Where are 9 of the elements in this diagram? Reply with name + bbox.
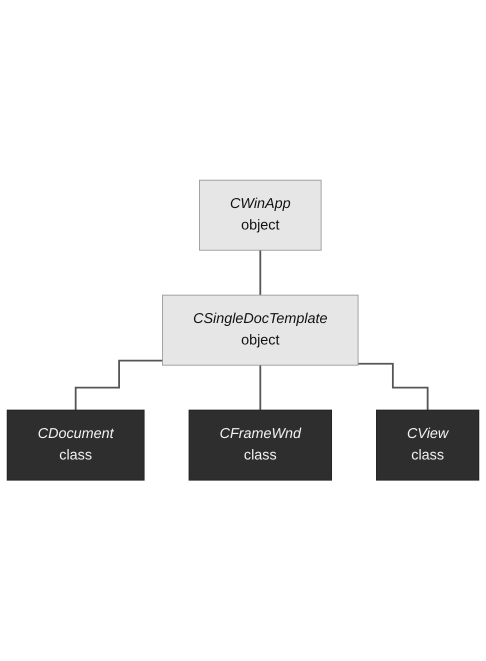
node-box: CFrameWnd class <box>188 410 332 481</box>
node-box: CDocument class <box>6 410 145 481</box>
connector <box>259 250 262 296</box>
node-box: CView class <box>376 410 480 481</box>
node-box: CWinApp object <box>199 180 322 252</box>
node-box: CSingleDocTemplate object <box>162 295 359 366</box>
connector <box>259 364 262 412</box>
connector <box>74 360 163 412</box>
connector <box>358 363 429 412</box>
